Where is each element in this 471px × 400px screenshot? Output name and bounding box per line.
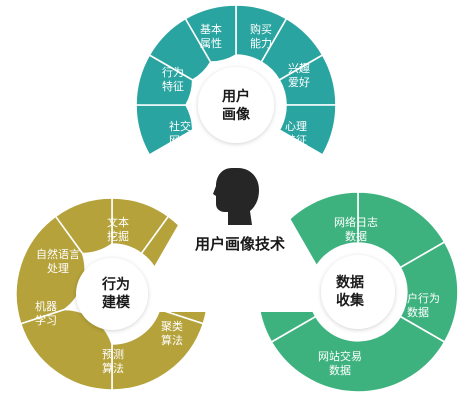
segment-label: 社交网络 <box>169 119 191 147</box>
behavior-modeling-segments <box>15 197 209 391</box>
segment-label: 基本属性 <box>200 22 222 50</box>
segment-label: 聚类算法 <box>161 319 183 347</box>
segment-site-transactions <box>270 315 446 393</box>
hub-label-data-collection: 数据收集 <box>336 274 365 309</box>
segment-label: 网站交易数据 <box>318 349 362 377</box>
segment-label: 机器学习 <box>35 299 57 327</box>
hub-behavior-modeling <box>76 258 148 330</box>
behavior-modeling-segment-labels: 文本挖掘 自然语言处理 机器学习 预测算法 聚类算法 <box>35 215 183 375</box>
segment-label: 用户行为数据 <box>396 291 440 319</box>
segment-label: 网络日志数据 <box>334 215 378 243</box>
group-user-portrait: 基本属性 购买能力 兴趣爱好 心理特征 社交网络 行为特征 <box>135 4 337 157</box>
user-portrait-segment-labels: 基本属性 购买能力 兴趣爱好 心理特征 社交网络 行为特征 <box>162 22 310 147</box>
segment-label: 自然语言处理 <box>36 247 80 275</box>
center-title: 用户画像技术 <box>195 235 285 253</box>
segment-label: 预测算法 <box>102 348 124 375</box>
segment-label: 行为特征 <box>162 66 184 93</box>
segment-psychological-traits <box>278 104 337 157</box>
segment-label: 心理特征 <box>285 120 307 147</box>
user-head-icon <box>213 168 259 225</box>
segment-label: 文本挖掘 <box>107 215 129 243</box>
segment-label: 购买能力 <box>250 22 272 50</box>
hub-label-user-portrait: 用户画像 <box>222 88 251 123</box>
hub-data-collection <box>321 255 395 329</box>
hub-label-behavior-modeling: 行为建模 <box>101 276 131 311</box>
group-behavior-modeling: 文本挖掘 自然语言处理 机器学习 预测算法 聚类算法 <box>15 197 209 391</box>
user-portrait-segments <box>135 4 337 157</box>
data-collection-segment-labels: 网络日志数据 用户行为数据 网站交易数据 <box>318 215 440 377</box>
hub-user-portrait <box>198 67 274 143</box>
segment-filler-top <box>54 197 113 255</box>
segment-label: 兴趣爱好 <box>288 61 310 89</box>
segment-filler-top-left <box>184 4 237 63</box>
